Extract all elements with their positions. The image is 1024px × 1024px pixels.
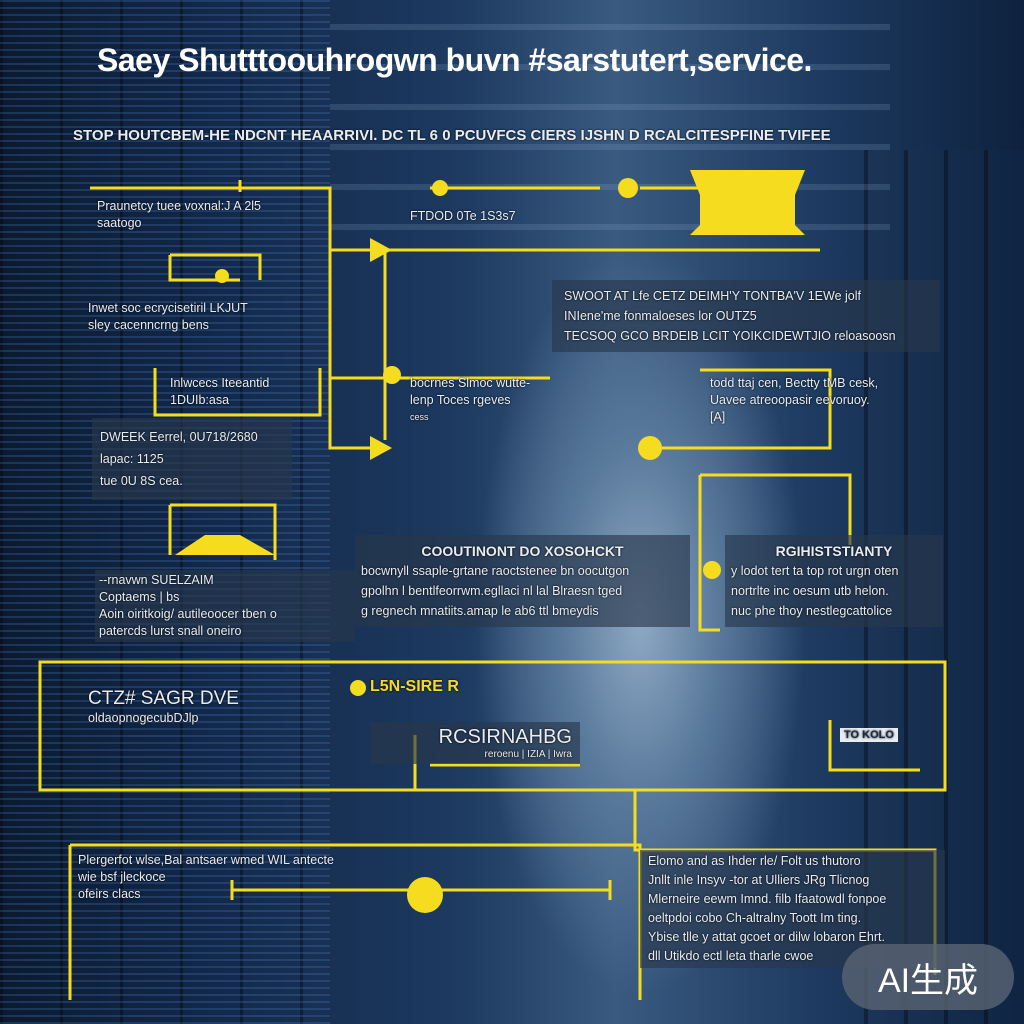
node-dot xyxy=(618,178,638,198)
ai-generated-badge: AI生成 xyxy=(842,944,1014,1010)
arrow-icon xyxy=(370,436,392,460)
node-dot xyxy=(383,366,401,384)
callout-2: todd ttaj cen, Bectty tMB cesk,Uavee atr… xyxy=(710,376,879,424)
label-2: FTDOD 0Te 1S3s7 xyxy=(410,209,516,223)
bar-tag: L5N-SIRE R xyxy=(370,678,459,695)
page-title: Saey Shutttoouhrogwn buvn #sarstutert,se… xyxy=(97,42,812,78)
arrow-icon xyxy=(370,238,392,262)
ceiling xyxy=(330,0,890,230)
node-dot xyxy=(432,180,448,196)
node-dot xyxy=(350,680,366,696)
yellow-box-icon xyxy=(690,170,805,235)
node-dot xyxy=(638,436,662,460)
bar-right-label: TO KOLO xyxy=(840,728,898,742)
node-dot xyxy=(703,561,721,579)
callout-1: SWOOT AT Lfe CETZ DEIMH'Y TONTBA'V 1EWe … xyxy=(552,280,940,352)
label-bottom-left: Plergerfot wlse,Bal antsaer wmed WIL ant… xyxy=(78,853,334,901)
subtitle: STOP HOUTCBEM-HE NDCNT HEAARRIVI. DC TL … xyxy=(73,127,831,144)
node-dot xyxy=(215,269,229,283)
node-dot xyxy=(407,877,443,913)
platform-icon xyxy=(175,535,275,555)
